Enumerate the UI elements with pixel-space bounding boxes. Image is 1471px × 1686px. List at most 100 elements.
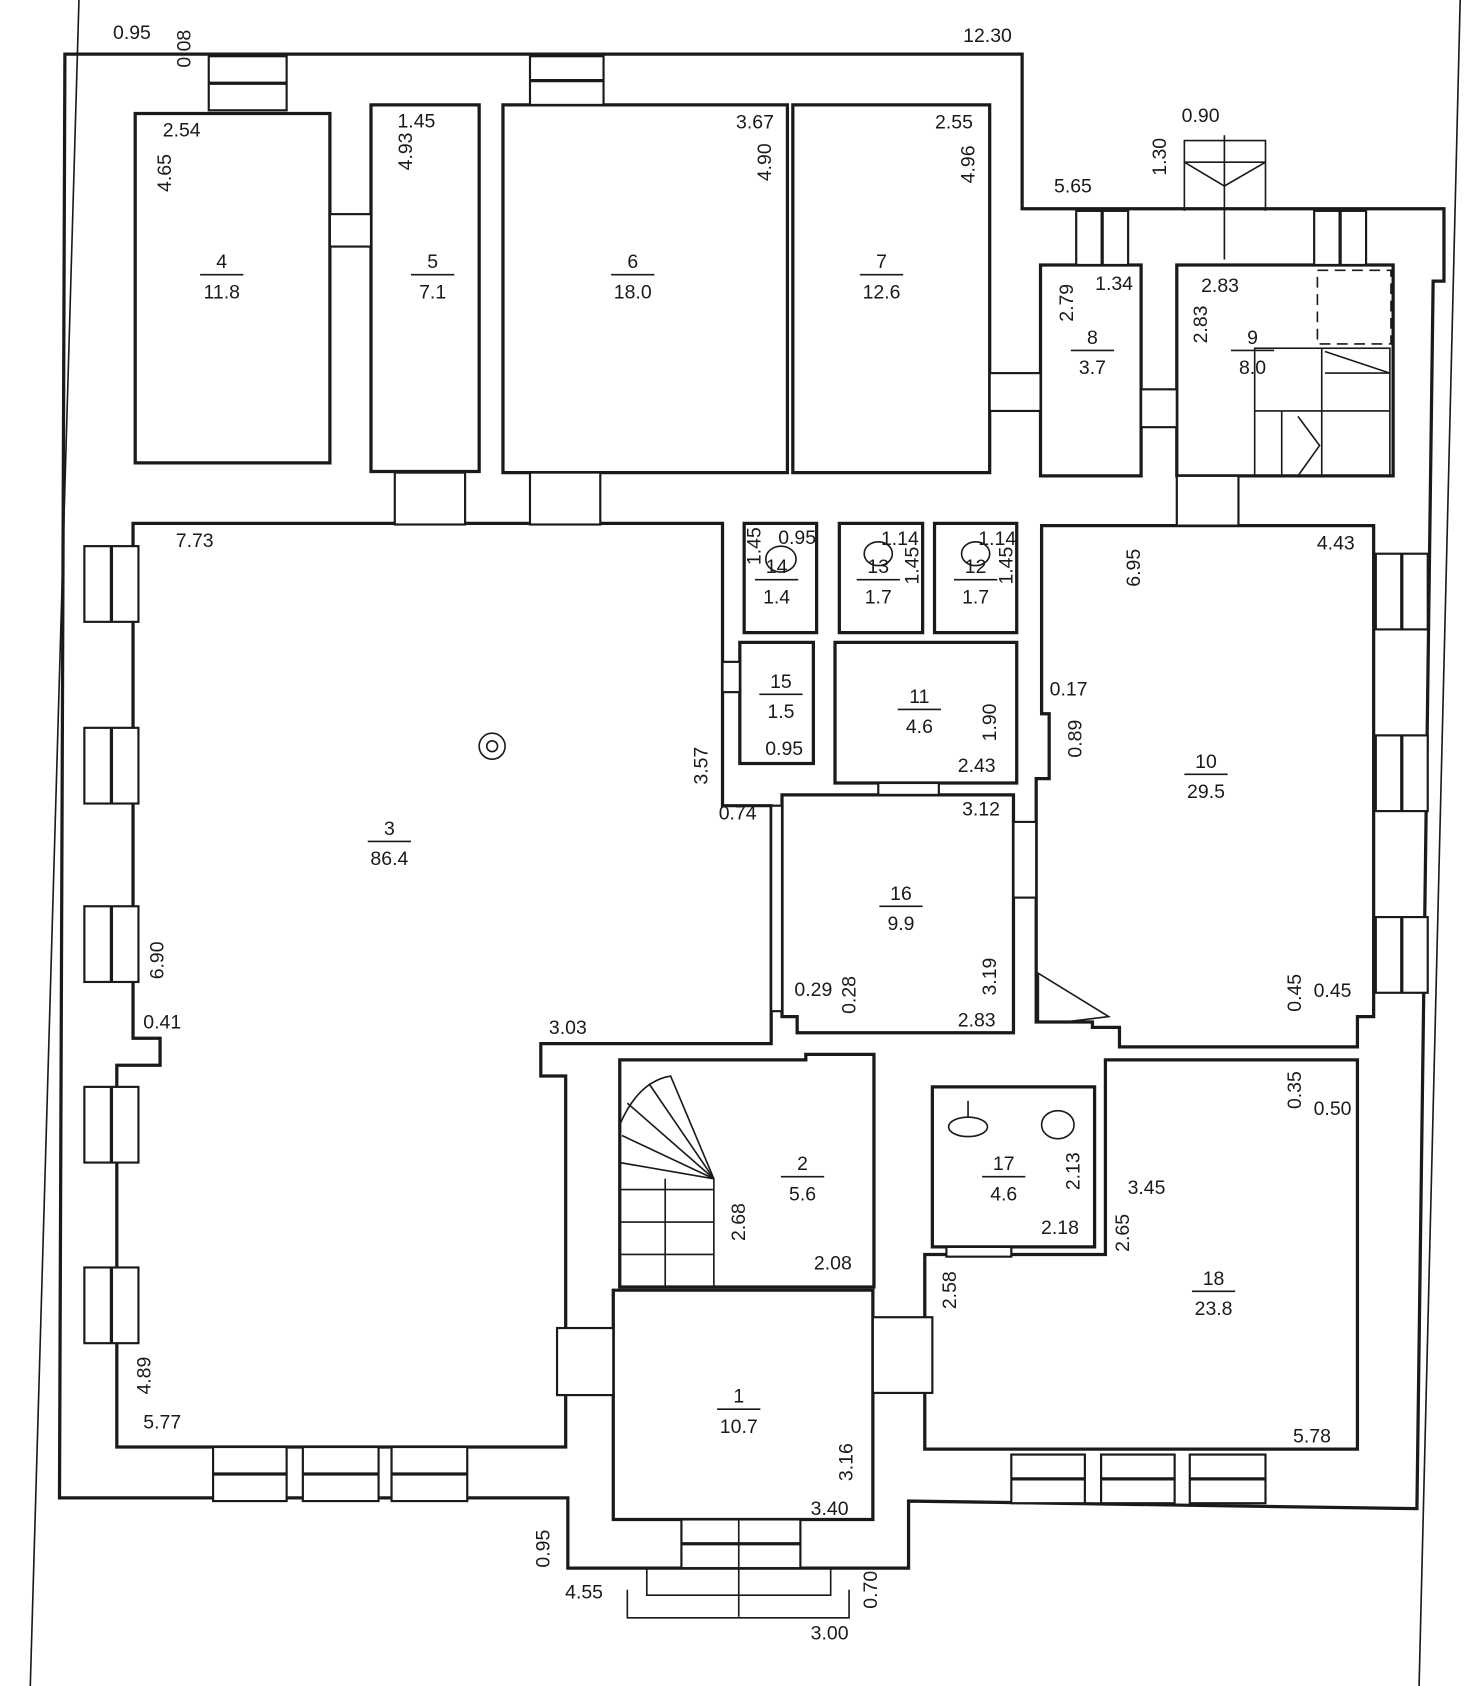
room-label-14: 141.4: [754, 556, 799, 608]
window: [1100, 1453, 1176, 1505]
room-area: 29.5: [1187, 781, 1225, 803]
dimension-label: 1.14: [881, 528, 919, 550]
door-opening: [528, 471, 602, 526]
column-icon: [478, 732, 506, 760]
room-label-16: 169.9: [879, 883, 923, 935]
room-area: 23.8: [1195, 1298, 1233, 1320]
room-number: 10: [1195, 751, 1217, 773]
dimension-label: 5.77: [143, 1412, 181, 1434]
stair-2: [618, 1075, 715, 1287]
dimension-label: 1.34: [1095, 273, 1133, 295]
door-opening: [1140, 388, 1178, 429]
room-area: 7.1: [419, 281, 446, 303]
room-wall-16: [780, 793, 1016, 1035]
door-opening: [393, 471, 467, 526]
room-wall-17: [930, 1085, 1097, 1249]
room-wall-11: [833, 640, 1019, 785]
room-label-2: 25.6: [780, 1153, 825, 1205]
room-area: 8.0: [1239, 357, 1266, 379]
door-opening: [988, 372, 1042, 413]
dimension-label: 3.57: [690, 747, 712, 785]
room-label-3: 386.4: [367, 818, 412, 870]
room-area: 1.7: [865, 586, 892, 608]
dimension-label: 2.58: [939, 1271, 961, 1309]
room-area: 3.7: [1079, 357, 1106, 379]
room-wall-1: [611, 1288, 875, 1522]
door-opening: [945, 1245, 1013, 1258]
dimension-label: 4.55: [565, 1581, 603, 1603]
dimension-label: 0.89: [1065, 720, 1087, 758]
dimension-label: 0.28: [839, 976, 861, 1014]
room-label-7: 712.6: [859, 251, 904, 303]
dimension-label: 2.55: [935, 112, 973, 134]
dimension-label: 2.08: [814, 1253, 852, 1275]
dimension-label: 0.74: [719, 803, 757, 825]
window: [1374, 734, 1429, 813]
dimension-label: 3.12: [962, 798, 1000, 820]
room-number: 9: [1247, 327, 1258, 349]
windows: [83, 55, 1429, 1570]
page-border: [29, 0, 1461, 1686]
room-area: 11.8: [204, 281, 240, 303]
dimension-label: 4.90: [754, 143, 776, 181]
room-area: 86.4: [370, 848, 408, 870]
room-area: 10.7: [720, 1416, 758, 1438]
dimension-label: 0.41: [143, 1011, 181, 1033]
dimension-label: 0.50: [1314, 1098, 1352, 1120]
room-wall-18: [923, 1058, 1360, 1451]
dimension-label: 6.90: [146, 941, 168, 979]
dimension-label: 2.79: [1056, 284, 1078, 322]
room-number: 15: [770, 671, 792, 693]
dimension-label: 4.96: [958, 145, 980, 183]
window: [83, 1266, 140, 1345]
door-opening: [721, 660, 741, 694]
window: [390, 1445, 469, 1503]
dimension-label: 0.17: [1050, 678, 1088, 700]
room-number: 17: [993, 1153, 1015, 1175]
dimension-label: 5.78: [1293, 1426, 1331, 1448]
dimension-label: 1.45: [901, 547, 923, 585]
dimension-label: 0.45: [1284, 974, 1306, 1012]
room-label-8: 83.7: [1070, 327, 1115, 379]
room-wall-10: [1034, 523, 1376, 1049]
dimension-label: 0.90: [1182, 105, 1220, 127]
window: [207, 55, 288, 112]
room-number: 8: [1087, 327, 1098, 349]
fixtures: [478, 135, 1392, 1619]
room-number: 7: [876, 251, 887, 273]
room-number: 12: [965, 556, 987, 578]
dimension-label: 2.83: [958, 1009, 996, 1031]
dimension-label: 3.67: [736, 112, 774, 134]
room-wall-4: [133, 111, 332, 465]
dimension-label: 3.19: [979, 958, 1001, 996]
room-number: 5: [427, 251, 438, 273]
room-area: 1.7: [962, 586, 989, 608]
dimension-label: 3.03: [549, 1017, 587, 1039]
room-label-1: 110.7: [717, 1386, 761, 1438]
room-area: 18.0: [614, 281, 652, 303]
room-number: 14: [766, 556, 788, 578]
dimension-label: 0.45: [1314, 980, 1352, 1002]
dimension-label: 0.95: [778, 527, 816, 549]
dimension-label: 12.30: [963, 25, 1012, 47]
room-label-17: 174.6: [982, 1153, 1026, 1205]
window: [680, 1518, 802, 1570]
dimension-label: 0.95: [113, 22, 151, 44]
door-swing: [1037, 971, 1112, 1023]
dimension-label: 2.43: [958, 755, 996, 777]
room-area: 1.5: [767, 701, 794, 723]
dimension-label: 3.45: [1128, 1177, 1166, 1199]
door-opening: [871, 1316, 934, 1395]
room-label-13: 131.7: [856, 556, 900, 608]
dimension-label: 4.89: [133, 1357, 155, 1395]
room-area: 4.6: [990, 1183, 1017, 1205]
dimension-label: 2.83: [1201, 275, 1239, 297]
window: [83, 545, 140, 623]
dimension-label: 2.18: [1041, 1217, 1079, 1239]
room-wall-6: [501, 103, 790, 475]
window: [83, 1085, 140, 1164]
dimension-label: 0.70: [860, 1571, 882, 1609]
window: [1010, 1453, 1086, 1505]
